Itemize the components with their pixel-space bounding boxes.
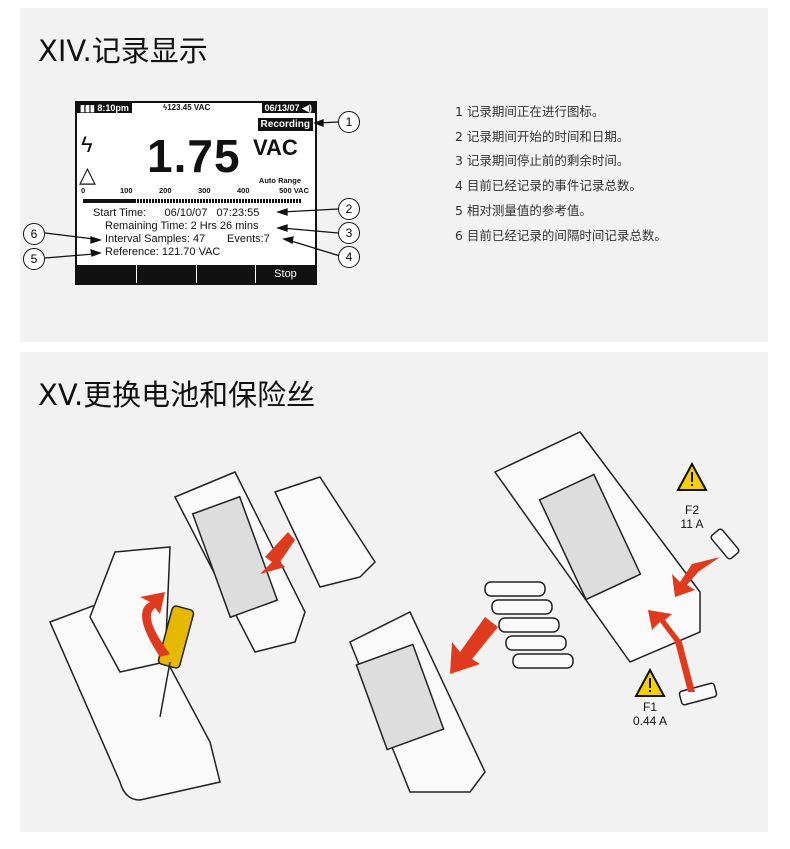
meter-battery-compartment [349,610,486,793]
input-reading: 123.45 VAC [167,103,211,112]
replacement-illustration [48,431,740,801]
high-voltage-icon: ϟ [81,132,93,157]
reference-value: Reference: 121.70 VAC [105,246,221,258]
fuse-f2-name: F2 [684,503,699,517]
status-bar: ▮▮▮ 8:10pm ϟ123.45 VAC 06/13/07 ◀) [77,103,315,113]
section-title: XIV.记录显示 [38,34,208,68]
scale-tick-label: 0 [81,186,86,195]
fuse-f2-icon [710,528,740,560]
start-date: 06/10/07 [164,207,208,219]
remaining-time: Remaining Time: 2 Hrs 26 mins [105,220,259,232]
arrow-icon [450,617,498,674]
main-value: 1.75 [147,130,241,182]
meter-with-screwdriver [48,546,221,801]
start-clock: 07:23:55 [216,207,260,219]
callout-lines [44,119,341,259]
legend-item: 2 记录期间开始的时间和日期。 [455,128,630,144]
stop-softkey[interactable]: Stop [256,265,315,283]
bargraph [83,199,301,203]
scale-tick-label: 500 VAC [279,186,309,195]
legend-item: 6 目前已经记录的间隔时间记录总数。 [455,227,667,243]
red-arrows [140,532,720,692]
arrow-icon [672,557,720,597]
lightning-icon: ϟ [163,103,168,112]
scale-tick-label: 200 [159,186,172,195]
meter-fuse-compartment [493,431,701,663]
meter-screen: ▮▮▮ 8:10pm ϟ123.45 VAC 06/13/07 ◀) Recor… [75,101,317,285]
legend-list: 1 记录期间正在进行图标。 2 记录期间开始的时间和日期。 3 记录期间停止前的… [455,100,667,248]
softkey-2[interactable] [137,265,197,283]
callout-6: 6 [23,223,45,245]
softkey-1[interactable] [77,265,137,283]
callout-2: 2 [338,198,360,220]
meter-back-open [173,471,306,653]
legend-item: 4 目前已经记录的事件记录总数。 [455,178,642,194]
scale-tick-label: 300 [198,186,211,195]
section-battery-fuse-replacement: XV.更换电池和保险丝 [20,352,768,832]
scale-tick-label: 400 [237,186,250,195]
arrow-icon [140,592,170,657]
fuse-f1-icon [678,682,718,706]
arrow-icon [260,532,295,574]
fuse-f1-name: F1 [642,700,657,714]
interval-samples: Interval Samples: 47 [105,233,206,245]
bargraph-scale: 0 100 200 300 400 500 VAC [81,186,309,195]
recording-badge: Recording [257,118,313,131]
softkey-3[interactable] [197,265,256,283]
fuse-f1-rating: 0.44 A [632,714,668,728]
warning-icons [634,461,708,697]
speaker-icon: ◀) [302,103,312,113]
events-count: Events:7 [227,233,270,245]
batteries [484,581,574,669]
legend-item: 1 记录期间正在进行图标。 [455,104,605,119]
legend-item: 5 相对测量值的参考值。 [455,202,592,218]
battery-icon: ▮▮▮ [80,103,95,113]
date: 06/13/07 [264,103,300,113]
legend-item: 3 记录期间停止前的剩余时间。 [455,153,630,169]
battery-door [273,476,376,588]
delta-icon: △ [79,162,96,187]
fuse-f2-rating: 11 A [680,517,704,531]
range-mode: Auto Range [258,176,301,185]
scale-tick-label: 100 [120,186,133,195]
start-time-label: Start Time: [93,207,147,219]
main-unit: VAC [253,135,298,160]
callout-5: 5 [23,248,45,270]
callout-4: 4 [338,246,360,268]
arrow-icon [648,610,695,692]
section-recording-display: XIV.记录显示 ▮▮▮ 8:10pm ϟ123.45 VAC 06/13/07… [20,8,768,342]
callout-3: 3 [338,222,360,244]
bargraph-fill [83,199,136,203]
section-title: XV.更换电池和保险丝 [38,378,316,412]
time: 8:10pm [97,103,129,113]
callout-1: 1 [338,111,360,133]
